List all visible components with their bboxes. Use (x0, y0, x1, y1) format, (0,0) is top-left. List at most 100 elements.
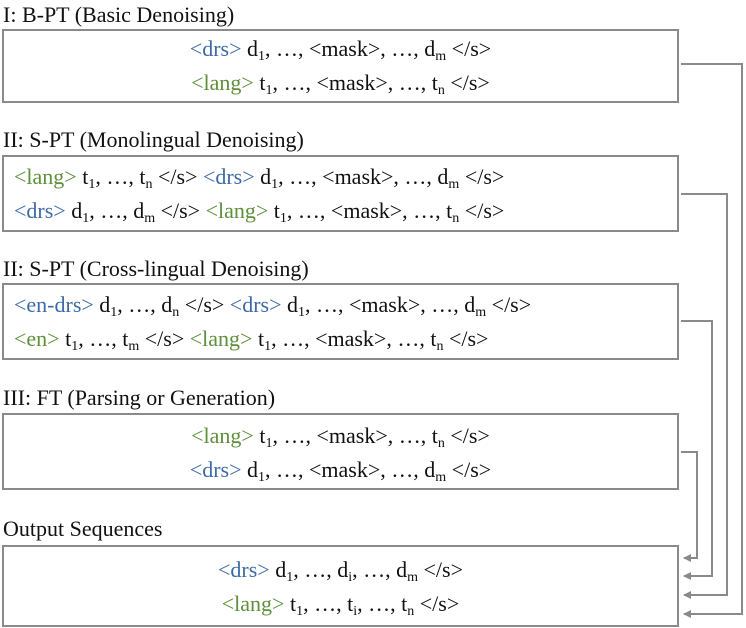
drs-tag: <drs> (14, 198, 66, 223)
connector-ft (681, 451, 698, 562)
subscript: i (353, 604, 358, 619)
token-text: d (269, 557, 287, 582)
stage-title-output: Output Sequences (3, 516, 163, 541)
sequence-line: <drs> d1, …, <mask>, …, dm </s> (4, 34, 677, 64)
subscript: 1 (279, 211, 287, 226)
subscript: n (436, 339, 444, 354)
token-text: </s> (139, 326, 190, 351)
subscript: n (437, 83, 445, 98)
subscript: 1 (296, 604, 304, 619)
lang-tag: <lang> (189, 326, 253, 351)
b-pt-box: <drs> d1, …, <mask>, …, dm </s> <lang> t… (2, 29, 679, 103)
subscript: 1 (298, 305, 305, 320)
drs-tag: <drs> (229, 292, 282, 317)
sequence-line: <drs> d1, …, di, …, dm </s> (4, 555, 677, 585)
token-text: </s> (459, 198, 505, 223)
stage-title-ft: III: FT (Parsing or Generation) (3, 385, 276, 410)
token-text: </s> (446, 36, 492, 61)
token-text: , …, d (89, 198, 145, 223)
token-text: </s> (417, 557, 463, 582)
subscript: n (452, 211, 460, 226)
token-text: </s> (414, 591, 460, 616)
drs-tag: <drs> (218, 557, 270, 582)
token-text: t (252, 326, 265, 351)
sequence-line: <drs> d1, …, <mask>, …, dm </s> (4, 455, 677, 485)
subscript: m (144, 211, 156, 226)
sequence-line: <drs> d1, …, dm </s> <lang> t1, …, <mask… (14, 196, 504, 226)
lang-tag: <lang> (191, 423, 254, 448)
subscript: 1 (82, 211, 90, 226)
s-pt-crosslingual-box: <en-drs> d1, …, dn </s> <drs> d1, …, <ma… (2, 283, 679, 360)
sequence-line: <lang> t1, …, <mask>, …, tn </s> (4, 68, 677, 98)
lang-tag: <lang> (221, 591, 285, 616)
lang-tag: <lang> (191, 70, 254, 95)
token-text: , …, d (352, 557, 408, 582)
token-text: t (253, 423, 266, 448)
subscript: m (128, 339, 140, 354)
token-text: t (268, 198, 280, 223)
subscript: 1 (88, 177, 96, 192)
lang-tag: <lang> (205, 198, 269, 223)
stage-title-s-pt-monolingual: II: S-PT (Monolingual Denoising) (3, 127, 304, 152)
token-text: d (281, 292, 298, 317)
subscript: 1 (71, 339, 79, 354)
token-text: , …, <mask>, …, d (278, 164, 449, 189)
token-text: </s> (179, 292, 230, 317)
token-text: , …, <mask>, …, t (271, 326, 437, 351)
sequence-line: <lang> t1, …, ti, …, tn </s> (4, 589, 677, 619)
sequence-line: <en> t1, …, tm </s> <lang> t1, …, <mask>… (14, 324, 488, 354)
stage-title-b-pt: I: B-PT (Basic Denoising) (3, 2, 235, 27)
output-box: <drs> d1, …, di, …, dm </s> <lang> t1, …… (2, 545, 679, 627)
token-text: </s> (152, 164, 203, 189)
token-text: , …, <mask>, …, d (265, 36, 436, 61)
token-text: d (241, 36, 259, 61)
subscript: m (407, 570, 418, 585)
token-text: , …, d (117, 292, 173, 317)
subscript: m (475, 305, 487, 320)
subscript: 1 (286, 570, 294, 585)
token-text: </s> (486, 292, 532, 317)
subscript: m (448, 177, 460, 192)
subscript: 1 (271, 177, 279, 192)
token-text: , …, t (95, 164, 146, 189)
token-text: d (93, 292, 111, 317)
drs-tag: <drs> (189, 457, 242, 482)
subscript: n (437, 436, 445, 451)
subscript: n (407, 604, 415, 619)
subscript: 1 (110, 305, 118, 320)
token-text: , …, <mask>, …, d (265, 457, 436, 482)
subscript: n (145, 177, 153, 192)
subscript: 1 (258, 470, 266, 485)
token-text: </s> (459, 164, 505, 189)
drs-tag: <drs> (189, 36, 242, 61)
subscript: m (435, 470, 447, 485)
token-text: , …, <mask>, …, t (286, 198, 453, 223)
subscript: 1 (264, 339, 272, 354)
token-text: </s> (155, 198, 206, 223)
sequence-line: <en-drs> d1, …, dn </s> <drs> d1, …, <ma… (14, 290, 531, 320)
connector-s-pt-mono (681, 193, 728, 599)
token-text: t (76, 164, 89, 189)
lang-tag: <en> (14, 326, 60, 351)
lang-tag: <lang> (14, 164, 77, 189)
token-text: d (241, 457, 259, 482)
token-text: , …, d (293, 557, 349, 582)
token-text: , …, <mask>, …, d (305, 292, 476, 317)
subscript: 1 (258, 49, 266, 64)
stage-title-s-pt-crosslingual: II: S-PT (Cross-lingual Denoising) (3, 256, 309, 281)
drs-tag: <drs> (202, 164, 255, 189)
subscript: n (172, 305, 180, 320)
ft-box: <lang> t1, …, <mask>, …, tn </s> <drs> d… (2, 413, 679, 490)
sequence-line: <lang> t1, …, <mask>, …, tn </s> (4, 421, 677, 451)
token-text: </s> (446, 457, 492, 482)
drs-tag: <en-drs> (14, 292, 94, 317)
subscript: i (348, 570, 353, 585)
token-text: </s> (444, 70, 490, 95)
subscript: 1 (265, 83, 273, 98)
connector-b-pt (681, 63, 743, 618)
token-text: , …, t (357, 591, 408, 616)
token-text: </s> (443, 326, 489, 351)
subscript: 1 (265, 436, 273, 451)
sequence-line: <lang> t1, …, tn </s> <drs> d1, …, <mask… (14, 162, 504, 192)
